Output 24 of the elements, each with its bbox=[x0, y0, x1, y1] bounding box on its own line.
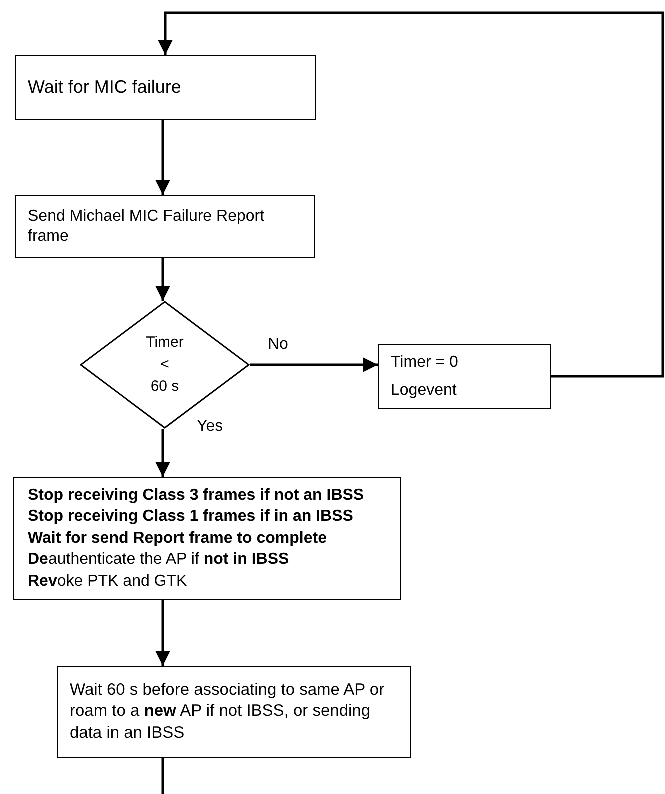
arrow bbox=[158, 12, 664, 378]
node-text: Timer = 0 bbox=[391, 353, 460, 374]
process-box bbox=[15, 195, 315, 258]
node-text: Deauthenticate the AP if not in IBSS bbox=[28, 550, 290, 570]
arrow bbox=[156, 120, 170, 195]
process-box bbox=[15, 55, 316, 120]
node-text: Stop receiving Class 1 frames if in an IBSS bbox=[28, 507, 354, 528]
process-box bbox=[13, 477, 401, 600]
node-text: 60 s bbox=[150, 376, 180, 397]
node-text: Wait for MIC failure bbox=[28, 76, 182, 99]
node-text: Logevent bbox=[391, 380, 458, 400]
arrow bbox=[156, 258, 170, 301]
node-text: < bbox=[160, 355, 170, 376]
arrow bbox=[156, 429, 170, 477]
node-text: Wait 60 s before associating to same AP or roam to a new AP if not IBSS, or sending data in an IBSS bbox=[70, 680, 386, 744]
node-text: Send Michael MIC Failure Report frame bbox=[28, 206, 266, 246]
process-box bbox=[57, 666, 411, 758]
process-box bbox=[378, 344, 551, 409]
arrow bbox=[250, 358, 378, 372]
arrow bbox=[156, 600, 170, 666]
node-text: Revoke PTK and GTK bbox=[28, 572, 188, 592]
node-text: Stop receiving Class 3 frames if not an IBSS bbox=[28, 486, 366, 506]
node-text: Wait for send Report frame to complete bbox=[28, 528, 328, 549]
node-text: Timer bbox=[146, 333, 184, 354]
